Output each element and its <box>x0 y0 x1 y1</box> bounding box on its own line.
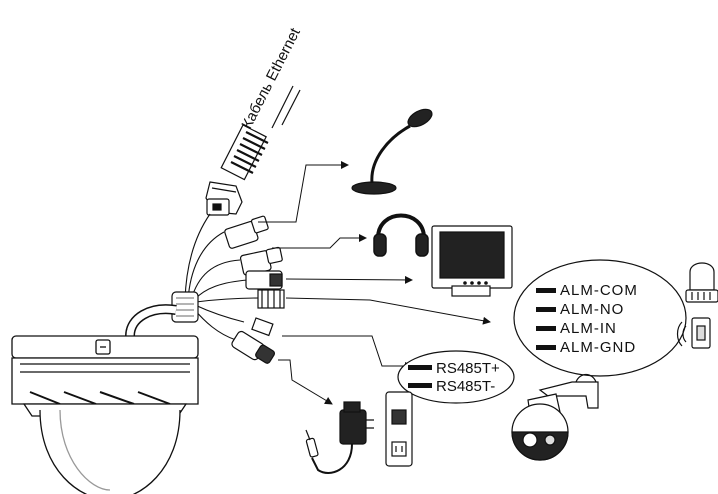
audio-out-connector-icon <box>239 246 283 276</box>
alarm-terminal-gnd: ALM-GND <box>560 339 636 356</box>
rs485-terminals-group: RS485T+ RS485T- <box>397 350 515 404</box>
ethernet-cable <box>271 85 301 129</box>
alarm-terminal-com: ALM-COM <box>560 282 638 299</box>
rs485-terminal-plus: RS485T+ <box>436 360 500 377</box>
headphones-icon <box>373 213 429 257</box>
dc-power-connector-icon <box>231 330 276 364</box>
network-jack-icon <box>205 181 243 216</box>
cable-sleeve <box>171 291 199 323</box>
ethernet-cable-label: Кабель Ethernet <box>238 25 304 132</box>
rj45-connector-icon <box>220 124 269 181</box>
rs485-terminal-minus: RS485T- <box>436 378 495 395</box>
alarm-terminal-block-icon <box>257 289 285 309</box>
microphone-icon <box>351 108 433 195</box>
power-socket-icon <box>385 391 413 467</box>
audio-in-connector-icon <box>224 215 269 249</box>
monitor-icon <box>431 225 513 297</box>
alarm-siren-icon <box>685 262 718 303</box>
rs485-connector-icon <box>251 317 274 337</box>
alarm-terminals-group: ALM-COM ALM-NO ALM-IN ALM-GND <box>513 259 687 377</box>
connection-arrows <box>258 161 491 405</box>
power-adapter-icon <box>305 401 374 474</box>
ptz-camera-icon <box>511 373 599 461</box>
alarm-terminal-no: ALM-NO <box>560 301 624 318</box>
video-bnc-connector-icon <box>245 270 283 290</box>
alarm-terminal-in: ALM-IN <box>560 320 617 337</box>
dome-camera-icon <box>11 304 199 494</box>
door-sensor-icon <box>676 317 711 349</box>
